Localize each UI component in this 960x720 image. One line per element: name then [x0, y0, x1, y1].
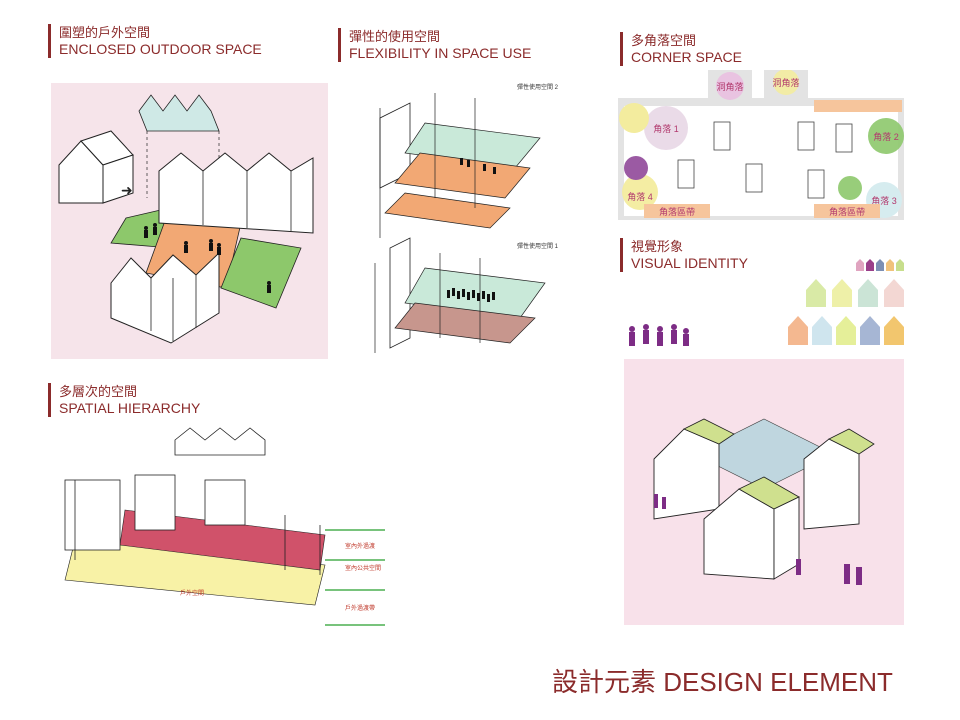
flex-brown-floor-lower: [394, 302, 536, 344]
visual-title-zh: 視覺形象: [631, 239, 684, 254]
label-band-2: 角落區帶: [829, 206, 865, 217]
enclosed-title-zh: 圍塑的戶外空間: [59, 25, 151, 40]
table-groups: [677, 121, 853, 199]
visual-title-en: VISUAL IDENTITY: [631, 255, 748, 271]
visual-identity-swatches: [624, 255, 904, 355]
visual-section-header: 視覺形象 VISUAL IDENTITY: [620, 238, 748, 272]
arrow-icon: ➜: [121, 182, 133, 198]
people-figures-purple: [654, 494, 862, 585]
back-row-houses: [158, 152, 314, 234]
flexibility-title-zh: 彈性的使用空間: [349, 29, 441, 44]
front-row-houses: [110, 251, 220, 344]
corner-circle-1: [644, 106, 688, 150]
people-figures: [144, 223, 271, 293]
crowd-figures: [447, 288, 495, 302]
floating-roof: [138, 94, 220, 132]
enclosed-section-header: 圍塑的戶外空間 ENCLOSED OUTDOOR SPACE: [48, 24, 262, 58]
hierarchy-label-b: 室內公共空間: [345, 564, 381, 572]
flexibility-diagram: 彈性使用空間 2 彈性使用空間 1: [365, 78, 560, 360]
hierarchy-label-c: 戶外空間: [180, 589, 204, 597]
label-corner-1: 角落 1: [653, 123, 679, 134]
corner-title-en: CORNER SPACE: [631, 49, 742, 65]
enclosed-outdoor-diagram: ➜: [51, 83, 328, 359]
small-house-icons: [856, 259, 904, 271]
flex-orange-floor-upper: [394, 152, 531, 199]
flexibility-caption-1: 彈性使用空間 1: [517, 242, 559, 250]
hierarchy-label-d: 戶外過渡帶: [345, 604, 375, 612]
hierarchy-label-a: 室內外過渡: [345, 542, 375, 550]
dancing-figures: [629, 324, 689, 346]
corner-circle-top-2: [773, 70, 799, 95]
outdoor-green-zone-right: [220, 237, 302, 309]
corner-circle-top-1: [716, 72, 744, 100]
enclosed-title-en: ENCLOSED OUTDOOR SPACE: [59, 41, 262, 57]
label-corner-2: 角落 2: [873, 131, 899, 142]
house-palette-row-1: [806, 279, 904, 307]
visual-identity-diagram: [624, 359, 904, 625]
hierarchy-section-header: 多層次的空間 SPATIAL HIERARCHY: [48, 383, 200, 417]
design-element-title: 設計元素 DESIGN ELEMENT: [552, 667, 893, 697]
house-palette-row-2: [788, 316, 904, 345]
label-band-1: 角落區帶: [659, 206, 695, 217]
corner-section-header: 多角落空間 CORNER SPACE: [620, 32, 742, 66]
spatial-hierarchy-diagram: 室內外過渡 室內公共空間 戶外空間 戶外過渡帶: [55, 420, 385, 640]
label-top-1: 洞角落: [716, 81, 743, 92]
corner-circle-4: [622, 174, 658, 210]
corner-circle-2: [868, 118, 904, 154]
hierarchy-title-zh: 多層次的空間: [59, 384, 138, 399]
hierarchy-green-lines: [325, 529, 385, 626]
hierarchy-title-en: SPATIAL HIERARCHY: [59, 400, 201, 416]
label-corner-4: 角落 4: [627, 191, 653, 202]
label-corner-3: 角落 3: [871, 195, 897, 206]
corner-space-plan: 洞角落 洞角落 角落 1 角落 2 角落 4 角落 3 角落區帶 角落區帶: [618, 70, 904, 220]
corner-title-zh: 多角落空間: [631, 33, 697, 48]
flexibility-title-en: FLEXIBILITY IN SPACE USE: [349, 45, 532, 61]
flexibility-caption-2: 彈性使用空間 2: [517, 83, 559, 91]
label-top-2: 洞角落: [772, 77, 799, 88]
flexibility-section-header: 彈性的使用空間 FLEXIBILITY IN SPACE USE: [338, 28, 531, 62]
